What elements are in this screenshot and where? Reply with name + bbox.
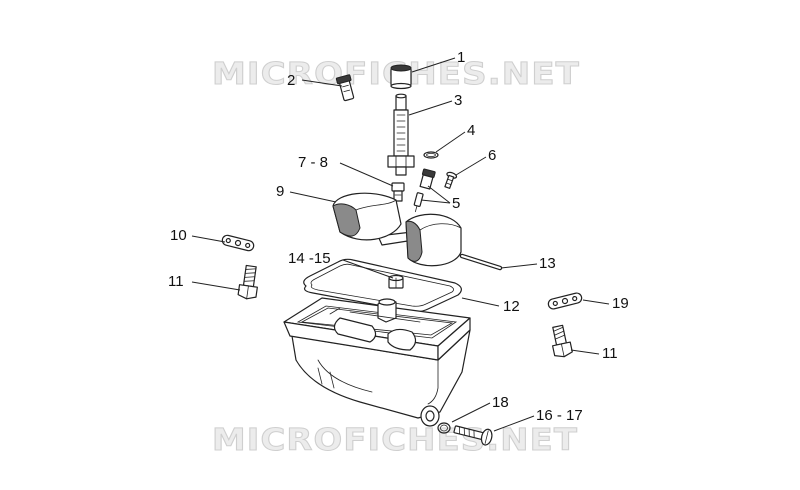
leader-line-13 xyxy=(500,263,538,269)
part-14-15-plug xyxy=(388,274,404,289)
part-2-jet xyxy=(335,74,355,102)
leader-line-7-8 xyxy=(339,162,394,187)
callout-12: 12 xyxy=(503,298,520,315)
callout-5: 5 xyxy=(452,195,460,212)
leader-line-11-left xyxy=(191,281,241,291)
part-13-float-pin xyxy=(459,253,503,271)
leader-line-5a xyxy=(427,185,451,204)
leader-line-9 xyxy=(289,191,337,203)
float-bowl xyxy=(283,297,471,427)
part-16-17-screw xyxy=(453,425,493,446)
part-1-cap xyxy=(390,64,412,90)
leader-line-6 xyxy=(455,156,487,176)
leader-line-2 xyxy=(301,79,343,87)
leader-line-3 xyxy=(408,100,453,116)
callout-19: 19 xyxy=(612,295,629,312)
leader-line-10 xyxy=(191,235,226,243)
callout-4: 4 xyxy=(467,122,475,139)
callout-7-8: 7 - 8 xyxy=(298,154,328,171)
part-11-bolt-right xyxy=(552,324,573,358)
part-10-washer xyxy=(221,234,255,252)
leader-line-14-15 xyxy=(342,259,394,279)
callout-11-right: 11 xyxy=(602,345,618,362)
part-11-bolt-left xyxy=(237,264,258,300)
part-19-washer xyxy=(547,292,583,310)
watermark-bottom: MICROFICHES.NET xyxy=(212,423,578,458)
callout-16-17: 16 - 17 xyxy=(536,407,583,424)
leader-line-12 xyxy=(461,297,500,307)
callout-labels: 1 2 3 4 6 7 - 8 9 5 10 14 -15 13 11 12 1… xyxy=(168,49,629,424)
part-18-o-ring xyxy=(437,422,451,434)
leader-line-1 xyxy=(411,57,456,73)
callout-9: 9 xyxy=(276,183,284,200)
leader-lines xyxy=(191,57,610,432)
callout-3: 3 xyxy=(454,92,462,109)
part-5-needle-valve xyxy=(413,168,436,213)
callout-6: 6 xyxy=(488,147,496,164)
callout-11-left: 11 xyxy=(168,273,184,290)
part-3-emulsion-tube xyxy=(387,93,415,176)
leader-line-16-17 xyxy=(493,415,535,432)
leader-line-5b xyxy=(420,199,451,204)
leader-line-18 xyxy=(451,402,491,423)
part-9-float xyxy=(332,192,462,267)
leader-line-11-right xyxy=(570,349,600,355)
part-12-bowl-gasket xyxy=(303,258,462,313)
leader-line-4 xyxy=(435,131,466,153)
callout-10: 10 xyxy=(170,227,187,244)
leader-line-19 xyxy=(582,299,610,305)
callout-13: 13 xyxy=(539,255,556,272)
callout-14-15: 14 -15 xyxy=(288,250,331,267)
part-4-o-ring xyxy=(423,151,439,159)
callout-18: 18 xyxy=(492,394,509,411)
part-7-8-jet xyxy=(391,182,405,202)
callout-2: 2 xyxy=(287,72,295,89)
callout-1: 1 xyxy=(457,49,465,66)
part-6-screw xyxy=(444,171,458,189)
